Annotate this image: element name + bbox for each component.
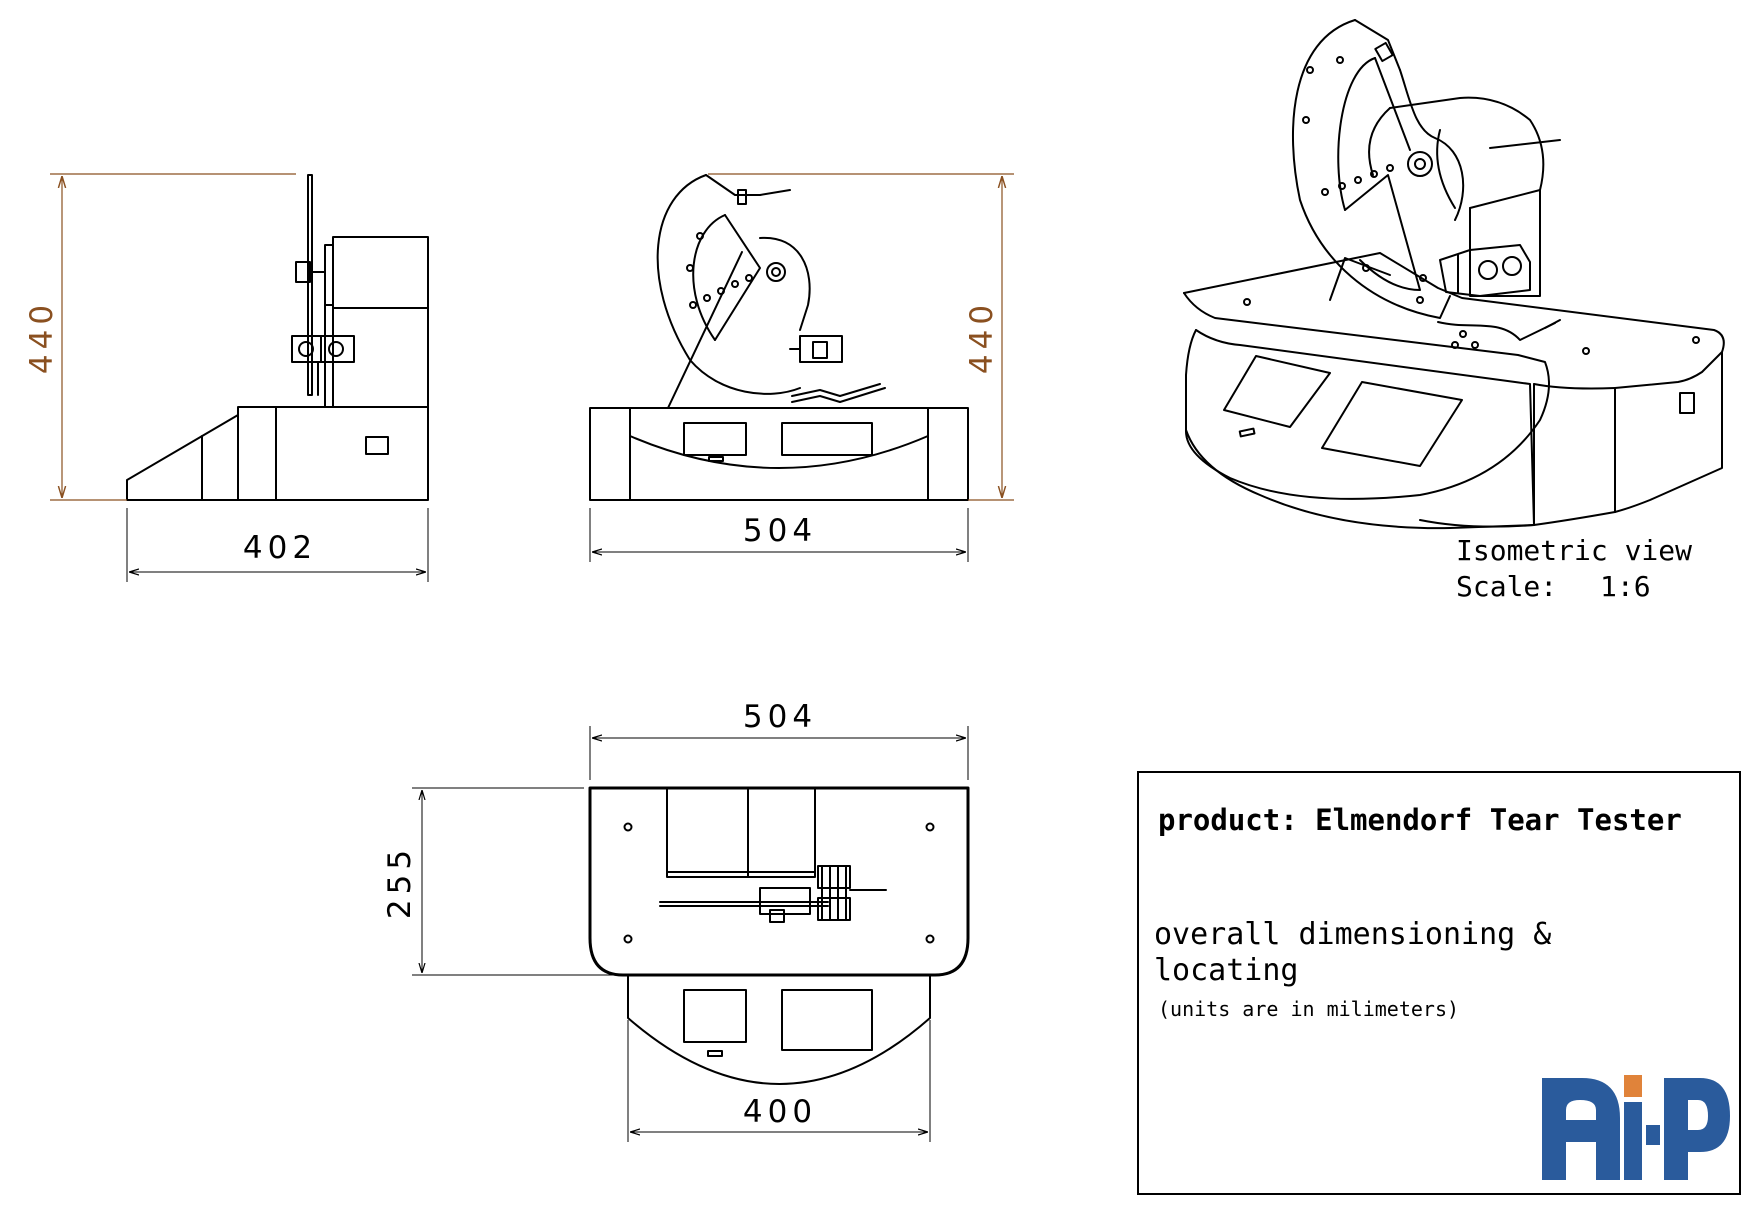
- ahp-logo: [1542, 1075, 1730, 1180]
- pendulum-sector: [656, 174, 811, 395]
- front-width-dimension: 504: [743, 513, 817, 549]
- title-block: product: Elmendorf Tear Tester overall d…: [1137, 771, 1741, 1195]
- side-view: 440 402: [24, 173, 429, 582]
- description-line-1: overall dimensioning &: [1154, 917, 1551, 952]
- front-view: 440 504: [589, 173, 1014, 562]
- scale-value: 1:6: [1600, 570, 1651, 603]
- top-bottom-width-dimension: 400: [743, 1094, 817, 1130]
- isometric-view-label: Isometric view: [1456, 534, 1692, 567]
- top-depth-dimension: 255: [382, 845, 418, 919]
- product-title: product: Elmendorf Tear Tester: [1158, 803, 1682, 837]
- side-width-dimension: 402: [243, 530, 317, 566]
- front-height-dimension: 440: [964, 300, 1000, 374]
- scale-label: Scale:: [1456, 570, 1557, 603]
- isometric-view: Isometric view Scale: 1:6: [1183, 19, 1725, 603]
- top-view: 504 255 400: [382, 699, 970, 1142]
- side-height-dimension: 440: [24, 300, 60, 374]
- description-line-2: locating: [1154, 953, 1299, 988]
- units-note: (units are in milimeters): [1158, 997, 1459, 1021]
- top-width-dimension: 504: [743, 699, 817, 735]
- iso-pendulum-sector: [1292, 19, 1465, 319]
